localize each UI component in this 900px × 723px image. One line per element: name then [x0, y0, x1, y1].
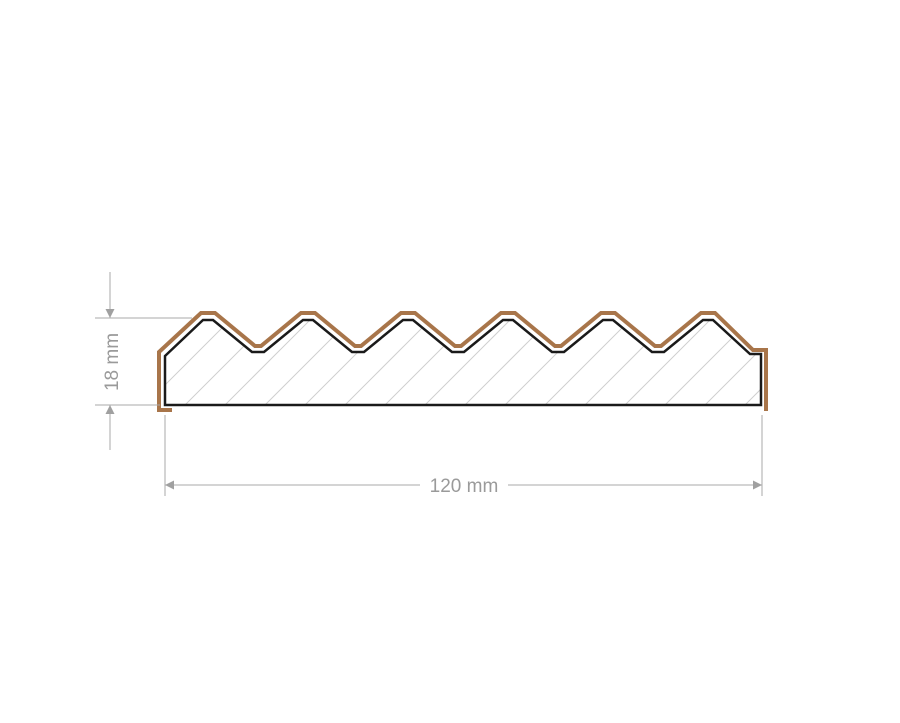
- height-label: 18 mm: [102, 333, 123, 391]
- width-dimension: [164, 415, 763, 496]
- hatch-line: [780, 310, 880, 410]
- width-label: 120 mm: [430, 476, 499, 497]
- hatch-line: [860, 310, 900, 410]
- hatch-line: [820, 310, 900, 410]
- veneer-outline: [157, 311, 768, 412]
- hatch-line: [699, 320, 761, 405]
- height-dimension: [95, 272, 192, 450]
- hatch-line: [739, 320, 761, 405]
- hatch-line: [419, 320, 521, 405]
- hatch-line: [659, 320, 761, 405]
- hatch-line: [339, 320, 441, 405]
- hatch-line: [219, 320, 321, 405]
- hatch-line: [259, 320, 361, 405]
- hatch-line: [459, 320, 561, 405]
- hatch-line: [619, 320, 721, 405]
- profile-outline: [163, 318, 763, 407]
- hatch-line: [539, 320, 641, 405]
